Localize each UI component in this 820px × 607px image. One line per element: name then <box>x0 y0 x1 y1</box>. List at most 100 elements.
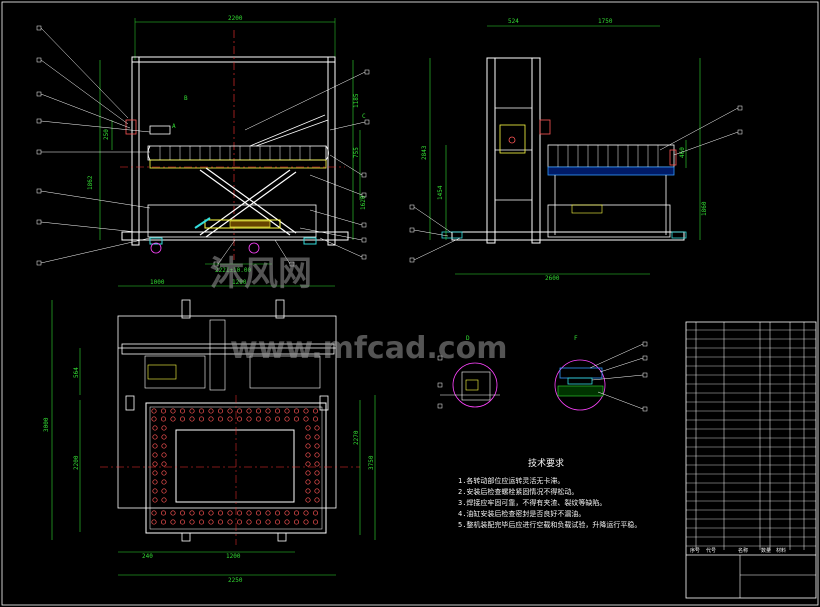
mattress-dot <box>179 519 186 525</box>
mattress-dot <box>151 416 157 422</box>
notes-item-3: 3.焊接应牢固可靠，不得有夹渣、裂纹等缺陷。 <box>458 498 606 507</box>
mattress-dot <box>274 519 281 525</box>
mattress-dot <box>208 510 214 516</box>
mattress-dot <box>284 519 290 525</box>
front-dim-left1: 1862 <box>87 175 94 190</box>
mattress-dot <box>236 510 243 516</box>
mattress-dot <box>152 488 158 494</box>
mattress-dot <box>293 510 300 516</box>
mattress-dot <box>236 416 243 422</box>
side-view: 524 1750 2843 14 <box>409 18 743 282</box>
mattress-dot <box>227 519 233 525</box>
notes-item-2: 2.安装后检查螺栓紧固情况不得松动。 <box>458 487 578 496</box>
front-dim-bottom: 2221±10.00 <box>215 267 252 274</box>
mattress-dot <box>189 510 195 516</box>
mattress-dot <box>160 416 167 422</box>
mattress-dot <box>179 416 186 422</box>
front-view: 2200 <box>36 15 370 274</box>
notes-title: 技术要求 <box>528 457 564 469</box>
plan-dim-top-left: 1000 <box>150 279 165 286</box>
side-dim-left2: 1454 <box>437 185 444 200</box>
mattress-dot <box>227 510 233 516</box>
mattress-dot <box>314 488 320 494</box>
mattress-dot <box>314 479 320 485</box>
mattress-dot <box>314 452 320 458</box>
plan-dim-top-right: 1200 <box>232 279 247 286</box>
watermark-url: www.mfcad.com <box>230 331 508 366</box>
mattress-dot <box>305 497 311 503</box>
bom-header-name: 名称 <box>738 547 748 554</box>
side-dim-left1: 2843 <box>421 145 428 160</box>
mattress-dot <box>265 416 271 422</box>
mattress-dot <box>160 519 167 525</box>
plan-dim-left-lower: 2200 <box>73 455 80 470</box>
side-dim-bottom: 2600 <box>545 275 560 282</box>
mattress-dot <box>208 408 214 414</box>
mattress-dot <box>312 519 319 525</box>
side-dim-top-left: 524 <box>508 18 519 25</box>
mattress-dot <box>161 461 167 467</box>
mattress-dot <box>305 470 311 476</box>
mattress-dot <box>314 443 320 449</box>
plan-dim-right-b: 3750 <box>368 455 375 470</box>
mattress-dot <box>314 461 320 467</box>
mattress-dot-grid <box>151 408 320 525</box>
mattress-dot <box>293 408 300 414</box>
bom-header-code: 代号 <box>706 547 716 554</box>
mattress-dot <box>305 452 311 458</box>
mattress-dot <box>152 497 158 503</box>
detail-views: D F <box>437 335 648 412</box>
watermark: 沐风网 www.mfcad.com <box>210 254 508 366</box>
detail-label-f: F <box>574 335 578 342</box>
mattress-dot <box>217 416 224 422</box>
mattress-dot <box>303 510 309 516</box>
mattress-dot <box>246 519 252 525</box>
mattress-dot <box>303 519 309 525</box>
mattress-dot <box>312 416 319 422</box>
mattress-dot <box>293 416 300 422</box>
front-dim-right1: 1185 <box>353 93 360 108</box>
detail-label-d: D <box>466 335 470 342</box>
plan-dim-bottom-total: 2250 <box>228 577 243 584</box>
mattress-dot <box>189 519 195 525</box>
plan-dim-bottom-small: 240 <box>142 553 153 560</box>
mattress-dot <box>179 510 186 516</box>
mattress-dot <box>152 443 158 449</box>
front-label-B: B <box>184 95 188 102</box>
mattress-dot <box>246 510 252 516</box>
mattress-dot <box>284 416 290 422</box>
mattress-dot <box>314 497 320 503</box>
front-dim-left2: 250 <box>103 129 110 140</box>
side-dim-right1: 460 <box>679 147 686 158</box>
mattress-dot <box>170 510 176 516</box>
mattress-dot <box>246 408 252 414</box>
mattress-dot <box>161 488 167 494</box>
mattress-dot <box>161 452 167 458</box>
mattress-dot <box>170 416 176 422</box>
mattress-dot <box>152 470 158 476</box>
mattress-dot <box>255 519 262 525</box>
mattress-dot <box>305 425 311 431</box>
mattress-dot <box>152 452 158 458</box>
mattress-dot <box>152 434 158 440</box>
notes-item-4: 4.油缸安装后检查密封是否良好不漏油。 <box>458 509 585 518</box>
side-dim-top-right: 1750 <box>598 18 613 25</box>
mattress-dot <box>161 443 167 449</box>
notes-item-1: 1.各转动部位应运转灵活无卡滞。 <box>458 476 564 485</box>
plan-dim-right-a: 2270 <box>353 430 360 445</box>
front-label-A: A <box>172 123 176 130</box>
mattress-dot <box>208 519 214 525</box>
mattress-dot <box>274 408 281 414</box>
side-dim-right2: 1860 <box>701 201 708 216</box>
mattress-dot <box>189 408 195 414</box>
plan-dim-left-total: 3000 <box>43 417 50 432</box>
mattress-dot <box>312 408 319 414</box>
mattress-dot <box>305 461 311 467</box>
mattress-dot <box>305 479 311 485</box>
technical-notes: 技术要求 1.各转动部位应运转灵活无卡滞。 2.安装后检查螺栓紧固情况不得松动。… <box>458 457 641 529</box>
mattress-dot <box>189 416 195 422</box>
plan-dim-left-upper: 564 <box>73 367 80 378</box>
title-block: 序号 代号 名称 数量 材料 <box>685 321 817 599</box>
mattress-dot <box>305 488 311 494</box>
